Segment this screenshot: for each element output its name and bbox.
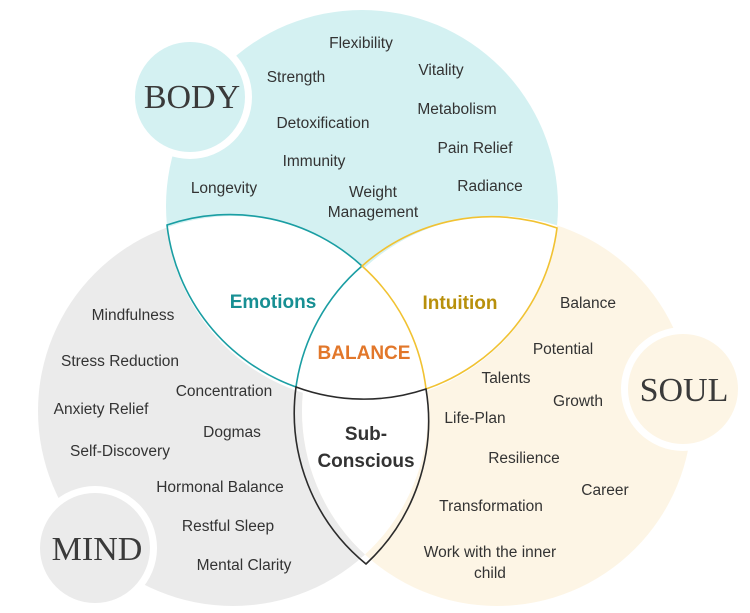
body-item: Radiance [457,178,523,195]
mind-item: Anxiety Relief [54,401,149,418]
body-item: Vitality [418,62,464,79]
mind-item: Restful Sleep [182,518,274,535]
mind-item: Mental Clarity [197,557,292,574]
mind-item: Concentration [176,383,273,400]
body-item: Pain Relief [438,140,514,157]
soul-item: Resilience [488,450,560,467]
soul-item: Balance [560,295,616,312]
mind-item: Hormonal Balance [156,479,284,496]
subconscious-outline [293,385,430,566]
soul-item: Work with the inner [424,544,556,561]
emotions-label: Emotions [230,292,317,313]
mind-item: Dogmas [203,424,261,441]
soul-item: Transformation [439,498,543,515]
body-item: Immunity [283,153,346,170]
soul-item: Potential [533,341,593,358]
body-item: Detoxification [276,115,369,132]
intuition-label: Intuition [423,293,498,314]
body-item: Management [328,204,419,221]
body-item: Flexibility [329,35,393,52]
subconscious-label-line2: Conscious [317,451,414,472]
mind-item: Self-Discovery [70,443,170,460]
body-badge [135,42,245,152]
mind-item: Stress Reduction [61,353,179,370]
soul-title: SOUL [640,372,729,409]
emotions-outline [166,213,364,389]
soul-item: Talents [481,370,530,387]
soul-badge [628,334,738,444]
body-item: Weight [349,184,398,201]
soul-item: Life-Plan [444,410,505,427]
mind-soul-overlap [302,216,428,606]
mind-title: MIND [52,531,143,568]
body-item: Metabolism [417,101,496,118]
balance-label: BALANCE [318,343,411,364]
mind-item: Mindfulness [92,307,175,324]
mind-badge [40,493,150,603]
intuition-outline [360,215,558,391]
soul-item: Growth [553,393,603,410]
body-item: Longevity [191,180,258,197]
soul-item: Career [581,482,628,499]
subconscious-label-line1: Sub- [345,424,387,445]
soul-item: child [474,565,506,582]
body-item: Strength [267,69,326,86]
body-title: BODY [144,79,240,116]
